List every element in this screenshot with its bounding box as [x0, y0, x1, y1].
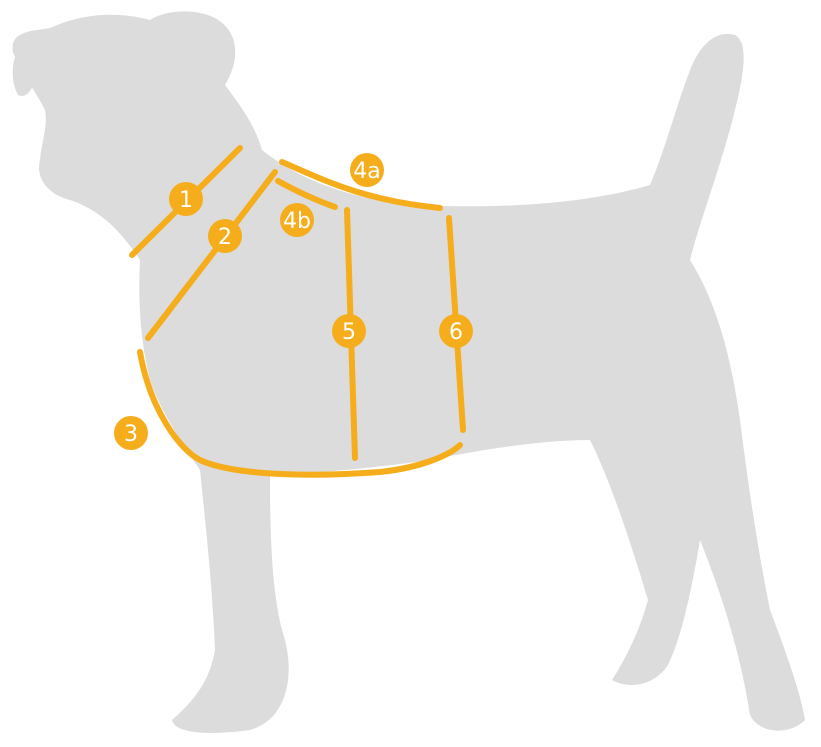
- svg-text:2: 2: [218, 225, 232, 250]
- measure-line-3: [137, 349, 463, 478]
- label-4a: 4a: [350, 153, 384, 187]
- svg-text:6: 6: [449, 320, 463, 345]
- svg-text:4b: 4b: [283, 209, 311, 234]
- svg-text:3: 3: [124, 422, 138, 447]
- measure-line-2: [145, 169, 278, 341]
- dog-silhouette-icon: [12, 11, 805, 733]
- label-4b: 4b: [280, 203, 314, 237]
- measurement-labels: 1 2 3 4a 4b 5 6: [114, 153, 473, 450]
- measure-line-4b: [275, 178, 338, 210]
- svg-text:5: 5: [342, 320, 356, 345]
- measure-line-4a: [279, 159, 443, 211]
- svg-text:4a: 4a: [353, 159, 380, 184]
- label-3: 3: [114, 416, 148, 450]
- svg-text:1: 1: [179, 188, 193, 213]
- label-5: 5: [332, 314, 366, 348]
- label-2: 2: [208, 219, 242, 253]
- label-1: 1: [169, 182, 203, 216]
- label-6: 6: [439, 314, 473, 348]
